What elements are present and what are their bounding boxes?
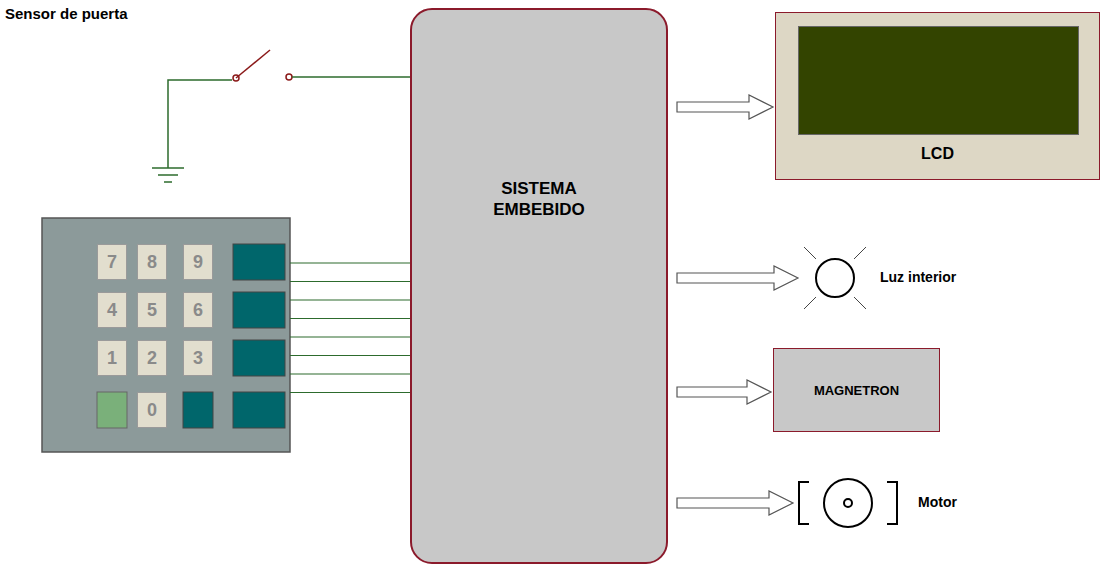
block-arrow [677, 491, 793, 515]
key-digit: 6 [193, 300, 203, 321]
key-digit: 2 [147, 348, 157, 369]
device-label: Motor [918, 494, 957, 510]
keypad-key: 6 [183, 292, 213, 328]
keypad-key: 5 [137, 292, 167, 328]
key-digit: 1 [107, 348, 117, 369]
block-arrow [677, 95, 773, 119]
keypad-key: 9 [183, 244, 213, 280]
motor-symbol [795, 476, 905, 530]
keypad-key: 2 [137, 340, 167, 376]
key-digit: 8 [147, 252, 157, 273]
key-digit: 9 [193, 252, 203, 273]
key-digit: 5 [147, 300, 157, 321]
keypad-key: 7 [97, 244, 127, 280]
key-digit: 4 [107, 300, 117, 321]
keypad-key: 4 [97, 292, 127, 328]
block-arrow [677, 380, 771, 404]
interior-light: Luz interior [800, 246, 990, 310]
lamp-symbol [800, 246, 880, 310]
block-arrow [677, 266, 798, 290]
device-label: LCD [776, 145, 1099, 163]
key-digit: 3 [193, 348, 203, 369]
key-digit: 7 [107, 252, 117, 273]
keypad-key: 1 [97, 340, 127, 376]
sensor-label: Sensor de puerta [5, 5, 128, 22]
door-switch [152, 50, 410, 182]
box-title: SISTEMA EMBEBIDO [469, 178, 609, 220]
keypad-key: 3 [183, 340, 213, 376]
magnetron-box: MAGNETRON [773, 348, 940, 432]
key-digit: 0 [147, 400, 157, 421]
lcd-display: LCD [775, 12, 1100, 180]
box-title: MAGNETRON [814, 383, 899, 398]
lcd-screen [798, 26, 1079, 135]
keypad [42, 218, 410, 452]
device-label: Luz interior [880, 269, 956, 285]
keypad-key: 8 [137, 244, 167, 280]
keypad-key: 0 [137, 392, 167, 428]
embedded-system-box: SISTEMA EMBEBIDO [410, 8, 668, 564]
motor: Motor [795, 476, 975, 530]
